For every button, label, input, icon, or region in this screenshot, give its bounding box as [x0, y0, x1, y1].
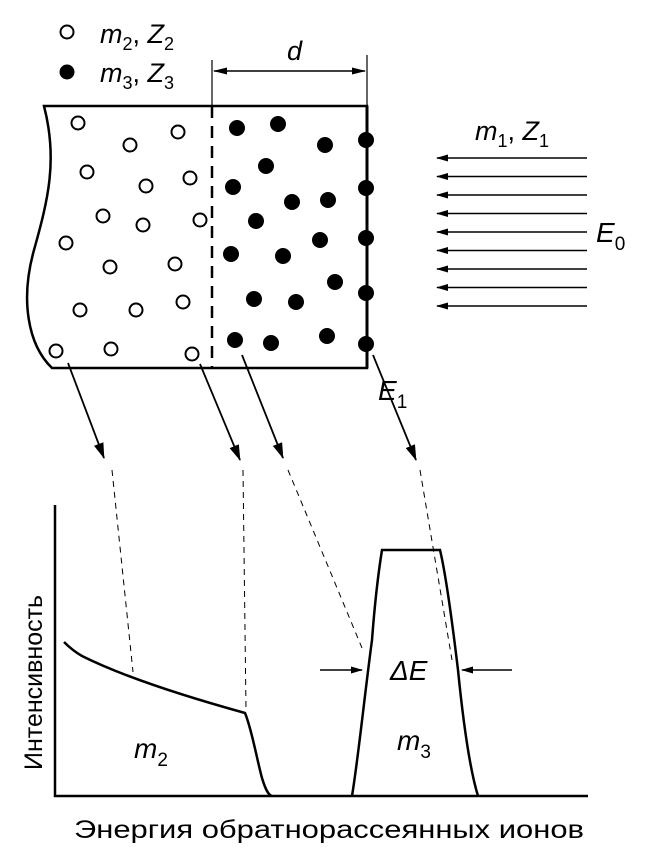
- film-atom: [358, 230, 374, 246]
- substrate-spectrum: [63, 641, 273, 798]
- beam-arrows: [436, 154, 587, 310]
- film-atom: [358, 180, 374, 196]
- film-atom: [358, 285, 374, 301]
- sample-outline: [25, 104, 369, 370]
- substrate-atom: [58, 235, 74, 251]
- legend-open-circle: [59, 24, 75, 40]
- substrate-region-label: m2: [134, 733, 168, 771]
- substrate-top-arrow: [199, 363, 241, 461]
- substrate-atom: [128, 302, 144, 318]
- guide-line: [287, 469, 363, 649]
- substrate-atom: [192, 212, 208, 228]
- substrate-atom: [103, 341, 119, 357]
- guide-line: [419, 469, 453, 661]
- substrate-atom: [102, 259, 118, 275]
- film-atom: [248, 213, 264, 229]
- film-atom: [320, 192, 336, 208]
- film-atom: [319, 328, 335, 344]
- film-region-label: m3: [397, 725, 431, 763]
- substrate-atom: [175, 294, 191, 310]
- substrate-atoms: [48, 115, 208, 362]
- substrate-atom: [72, 302, 88, 318]
- film-atom: [258, 158, 274, 174]
- substrate-atom: [48, 343, 64, 359]
- substrate-atom: [182, 170, 198, 186]
- delta-e-label: ΔE: [389, 655, 428, 686]
- film-atom: [317, 137, 333, 153]
- film-atom: [246, 291, 262, 307]
- guide-line: [111, 469, 134, 673]
- film-peak: [350, 548, 480, 797]
- legend-open-label: m2, Z2: [100, 19, 174, 54]
- substrate-atom: [138, 178, 154, 194]
- film-atom: [227, 332, 243, 348]
- substrate-atom: [79, 164, 95, 180]
- film-atoms: [223, 116, 374, 352]
- scattering-arrows: [67, 354, 417, 461]
- legend-filled-label: m3, Z3: [100, 58, 174, 93]
- film-atom: [275, 248, 291, 264]
- substrate-atom: [167, 256, 183, 272]
- film-atom: [358, 132, 374, 148]
- film-atom: [358, 336, 374, 352]
- guide-lines: [111, 469, 453, 711]
- substrate-atom: [70, 115, 86, 131]
- film-atom: [263, 335, 279, 351]
- film-atom: [327, 274, 343, 290]
- legend: m2, Z2 m3, Z3: [59, 19, 174, 93]
- film-atom: [312, 232, 328, 248]
- sample-block: [25, 104, 374, 370]
- substrate-atom: [170, 124, 186, 140]
- film-atom: [288, 294, 304, 310]
- film-atom: [270, 116, 286, 132]
- legend-filled-circle: [59, 64, 75, 80]
- film-atom: [223, 246, 239, 262]
- film-deep-arrow: [241, 354, 284, 459]
- substrate-atom: [135, 217, 151, 233]
- y-axis-label: Интенсивность: [20, 595, 48, 770]
- scattered-energy-label: E1: [378, 375, 407, 413]
- substrate-deep-arrow: [67, 362, 105, 459]
- x-axis-label: Энергия обратнорассеянных ионов: [74, 816, 584, 844]
- film-atom: [225, 179, 241, 195]
- spectrum-plot: ΔE m2 m3 Интенсивность Энергия обратнора…: [20, 505, 588, 844]
- substrate-atom: [184, 346, 200, 362]
- substrate-atom: [95, 208, 111, 224]
- d-label: d: [287, 36, 303, 66]
- substrate-atom: [122, 137, 138, 153]
- incident-beam: m1, Z1 E0: [436, 116, 625, 310]
- beam-energy-label: E0: [596, 217, 625, 255]
- film-surface-arrow: [372, 354, 417, 461]
- beam-label: m1, Z1: [475, 116, 549, 151]
- film-atom: [284, 194, 300, 210]
- guide-line: [242, 469, 247, 711]
- film-atom: [229, 120, 245, 136]
- thickness-dimension: d: [211, 36, 368, 105]
- y-axis: [53, 505, 588, 798]
